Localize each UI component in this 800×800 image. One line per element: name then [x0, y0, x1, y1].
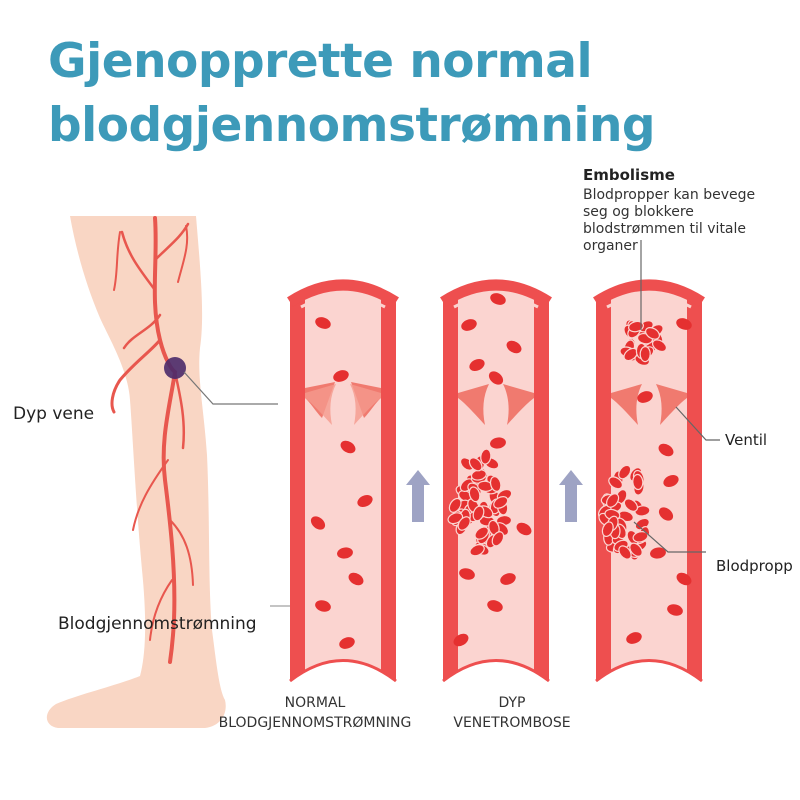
clot-blood-cell — [606, 493, 620, 508]
vessel-embolism-interior — [596, 285, 702, 681]
clot-blood-cell — [469, 544, 485, 557]
blood-flow-label: Blodgjennomstrømning — [58, 614, 257, 634]
vessel-embolism-clot — [597, 464, 651, 561]
title-line-1: Gjenopprette normal — [48, 34, 593, 89]
clot-blood-cell — [634, 505, 651, 517]
vessel-normal-wall-left — [290, 285, 305, 681]
clot-blood-cell — [472, 505, 485, 522]
clot-blood-cell — [489, 476, 502, 492]
up-arrow-icon — [559, 470, 583, 522]
vessel-embolism-wall-right — [687, 285, 702, 681]
vessel-dvt-blood-cells — [453, 293, 532, 647]
vessel-dvt-wall-left — [443, 285, 458, 681]
clot-blood-cell — [480, 448, 492, 465]
clot-blood-cell — [632, 473, 644, 491]
clot-blood-cell — [491, 531, 505, 547]
clot-blood-cell — [608, 476, 623, 490]
clot-blood-cell — [457, 516, 471, 531]
clot-blood-cell — [639, 346, 651, 363]
vessel-embolism-blood-cells — [626, 318, 692, 644]
clot-blood-cell — [618, 464, 632, 480]
clot-blood-cell — [623, 498, 639, 512]
deep-vein-label: Dyp vene — [13, 404, 95, 424]
caption-normal-flow: NORMAL BLODGJENNOMSTRØMNING — [218, 695, 412, 731]
clot-blood-cell — [652, 339, 667, 353]
clot-blood-cell — [447, 512, 464, 525]
vessel-normal — [287, 279, 399, 683]
clot-blood-cell — [628, 320, 644, 333]
title-line-2: blodgjennomstrømning — [48, 98, 656, 153]
vessel-embolism-valve — [611, 384, 687, 425]
clot-blood-cell — [448, 497, 462, 513]
vessel-normal-interior — [290, 285, 396, 681]
clot-blood-cell — [645, 326, 660, 340]
vessel-normal-blood-cells — [310, 317, 373, 649]
deep-vein-leader-line — [183, 371, 278, 405]
valve-leader-line — [675, 406, 720, 441]
vessel-dvt — [440, 279, 552, 683]
leg-illustration — [46, 216, 320, 728]
vein-network — [110, 216, 194, 664]
clot-blood-cell — [493, 496, 509, 509]
clot-blood-cell — [601, 521, 614, 538]
up-arrow-icon — [406, 470, 430, 522]
clot-blood-cell — [468, 486, 481, 503]
vessel-dvt-clot — [447, 448, 513, 557]
clot-blood-cell — [629, 542, 643, 557]
vessel-dvt-wall-right — [534, 285, 549, 681]
vessel-embolism-embolus — [619, 319, 667, 366]
vessel-embolism-wall-left — [596, 285, 611, 681]
caption-deep-vein-thrombosis: DYP VENETROMBOSE — [453, 695, 571, 731]
vessel-dvt-valve — [458, 384, 534, 425]
embolism-title: Embolisme — [583, 166, 675, 184]
clot-label: Blodpropp — [716, 557, 793, 575]
vessel-normal-wall-right — [381, 285, 396, 681]
leg-skin — [46, 216, 226, 728]
clot-blood-cell — [632, 531, 649, 543]
clot-blood-cell — [474, 526, 489, 540]
vessel-normal-valve — [305, 382, 381, 425]
valve-label: Ventil — [725, 431, 768, 449]
clot-blood-cell — [468, 457, 483, 472]
embolism-description: Blodpropper kan bevege seg og blokkere b… — [583, 187, 756, 254]
vessel-embolism — [593, 279, 705, 683]
clot-leader-line — [633, 521, 706, 553]
clot-blood-cell — [618, 545, 632, 560]
deep-vein-clot-marker — [164, 357, 186, 379]
